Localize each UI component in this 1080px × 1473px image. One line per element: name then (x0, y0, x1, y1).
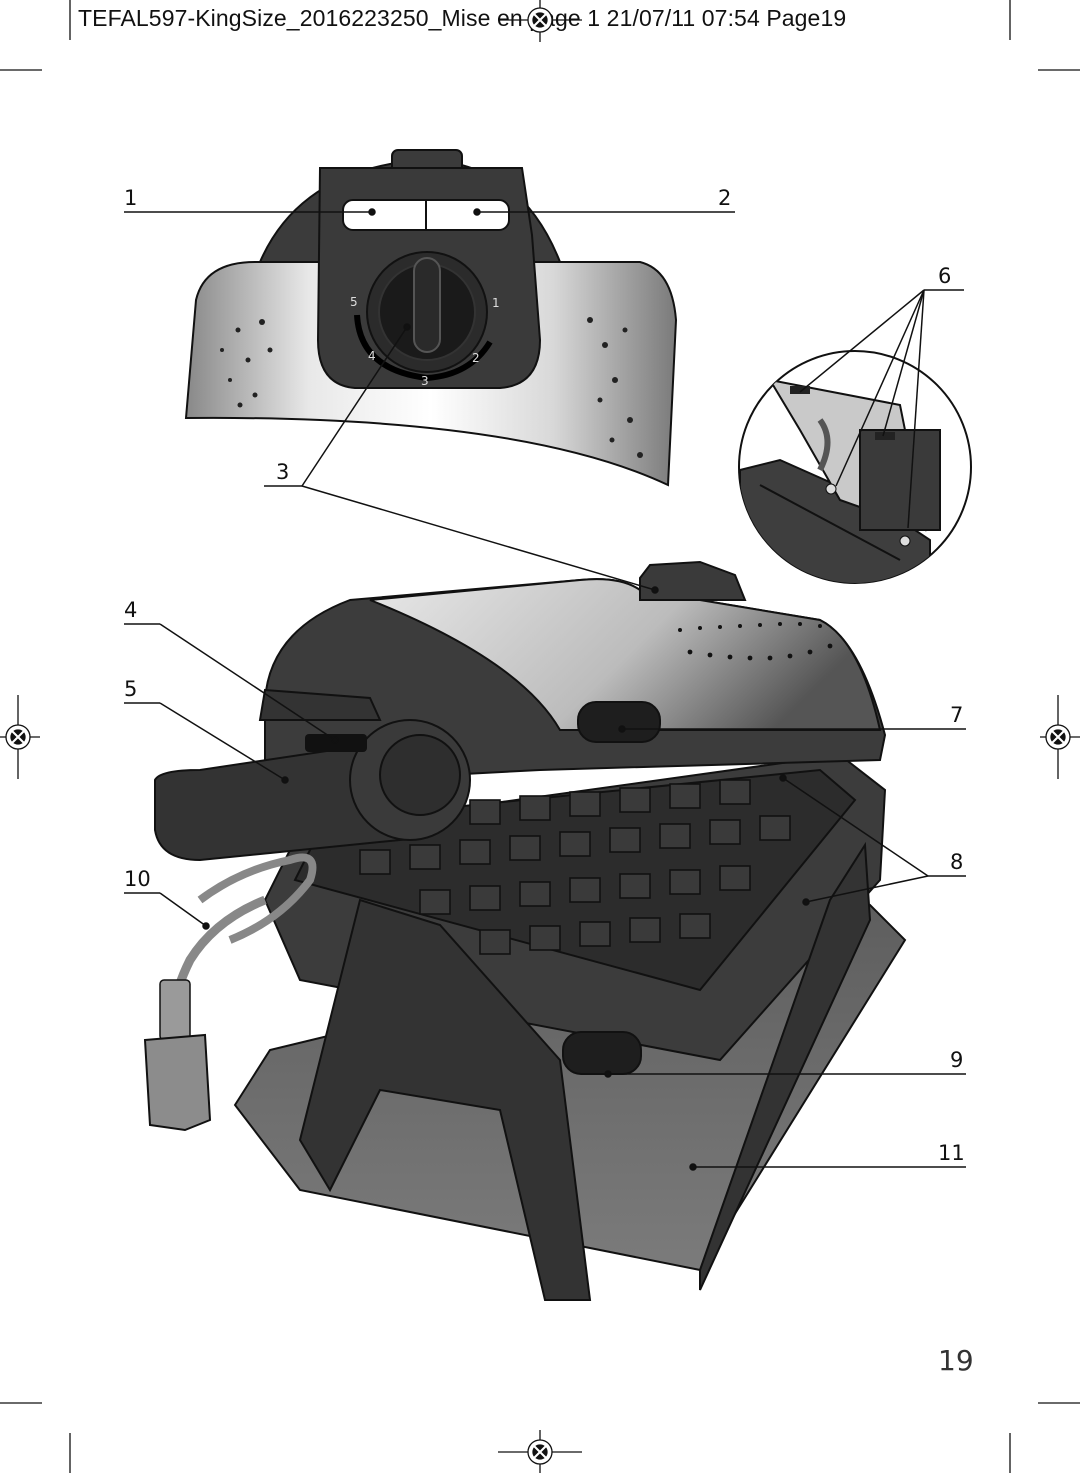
hinge-zoom-detail (738, 350, 972, 584)
svg-text:1: 1 (492, 296, 500, 310)
registration-mark-right (1040, 695, 1080, 779)
callout-1: 1 (124, 186, 138, 210)
callout-10: 10 (124, 867, 151, 891)
callout-2: 2 (718, 186, 732, 210)
svg-text:3: 3 (421, 374, 429, 388)
callout-9: 9 (950, 1048, 964, 1072)
registration-mark-bottom (498, 1430, 582, 1473)
registration-mark-left (0, 695, 40, 779)
leader-lines (124, 208, 966, 1171)
callout-8: 8 (950, 850, 964, 874)
registration-mark-top (498, 0, 582, 42)
callout-3: 3 (276, 460, 290, 484)
waffle-maker-main (143, 560, 907, 1301)
callout-7: 7 (950, 703, 964, 727)
callout-5: 5 (124, 677, 138, 701)
waffle-grid (359, 779, 791, 955)
callout-11: 11 (938, 1141, 965, 1165)
callout-6: 6 (938, 264, 952, 288)
page-number: 19 (938, 1344, 974, 1377)
svg-text:2: 2 (472, 351, 480, 365)
svg-text:4: 4 (368, 349, 376, 363)
callout-4: 4 (124, 598, 138, 622)
svg-text:5: 5 (350, 295, 358, 309)
dial-numbers: 1 2 3 4 5 (350, 295, 500, 388)
print-slug-header: TEFAL597-KingSize_2016223250_Mise en pag… (78, 5, 847, 31)
control-panel-detail: 1 2 3 4 5 (184, 149, 678, 487)
